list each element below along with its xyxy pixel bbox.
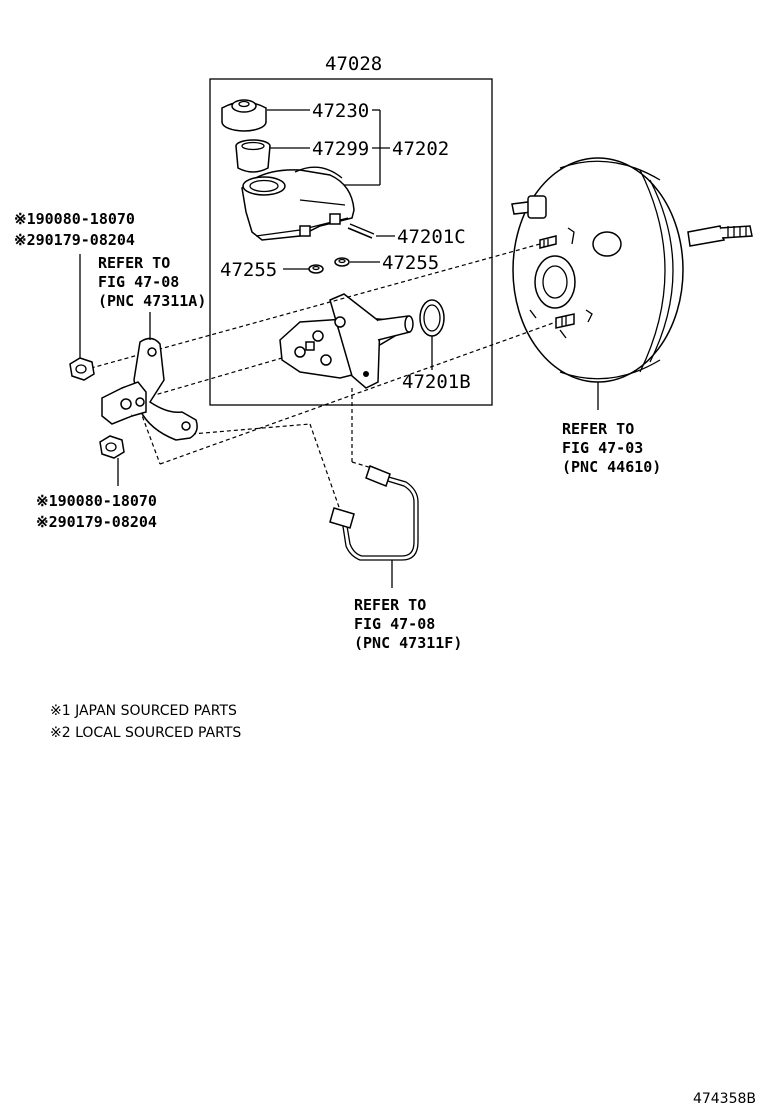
refer-booster-line3[interactable]: (PNC 44610) xyxy=(562,458,661,476)
callout-47230[interactable]: 47230 xyxy=(312,100,369,122)
reservoir-strainer xyxy=(235,139,271,173)
refer-bracket-line3[interactable]: (PNC 47311A) xyxy=(98,292,206,310)
callout-47299[interactable]: 47299 xyxy=(312,138,369,160)
refer-tube-line2[interactable]: FIG 47-08 xyxy=(354,615,435,633)
brake-fluid-reservoir xyxy=(241,166,355,241)
refer-tube-line1: REFER TO xyxy=(354,596,426,614)
assembly-box xyxy=(209,78,493,406)
note-local-sourced: ※2 LOCAL SOURCED PARTS xyxy=(50,725,241,741)
mounting-bracket xyxy=(133,337,198,441)
callout-47255-left[interactable]: 47255 xyxy=(220,259,277,281)
note-japan-sourced: ※1 JAPAN SOURCED PARTS xyxy=(50,703,237,719)
grommet-right xyxy=(334,257,350,267)
left-bottom-part-2[interactable]: ※290179-08204 xyxy=(36,513,157,531)
figure-id: 474358B xyxy=(693,1091,756,1107)
left-top-part-2[interactable]: ※290179-08204 xyxy=(14,231,135,249)
refer-booster-line1: REFER TO xyxy=(562,420,634,438)
callout-47201c[interactable]: 47201C xyxy=(397,226,466,248)
refer-bracket-line2[interactable]: FIG 47-08 xyxy=(98,273,179,291)
left-top-part-1[interactable]: ※190080-18070 xyxy=(14,210,135,228)
brake-booster xyxy=(511,157,753,383)
nut-top xyxy=(69,357,95,381)
brake-tube xyxy=(329,465,419,561)
callout-47201b[interactable]: 47201B xyxy=(402,371,471,393)
refer-bracket-line1: REFER TO xyxy=(98,254,170,272)
left-bottom-part-1[interactable]: ※190080-18070 xyxy=(36,492,157,510)
callout-47255-right[interactable]: 47255 xyxy=(382,252,439,274)
nut-bottom xyxy=(99,435,125,459)
grommet-left xyxy=(308,264,324,274)
refer-booster-line2[interactable]: FIG 47-03 xyxy=(562,439,643,457)
callout-47202[interactable]: 47202 xyxy=(392,138,449,160)
master-cylinder xyxy=(279,293,414,389)
assembly-number[interactable]: 47028 xyxy=(325,53,382,75)
bracket-spacer xyxy=(101,381,147,425)
reservoir-pin xyxy=(347,227,373,239)
reservoir-cap xyxy=(221,99,267,132)
refer-tube-line3[interactable]: (PNC 47311F) xyxy=(354,634,462,652)
